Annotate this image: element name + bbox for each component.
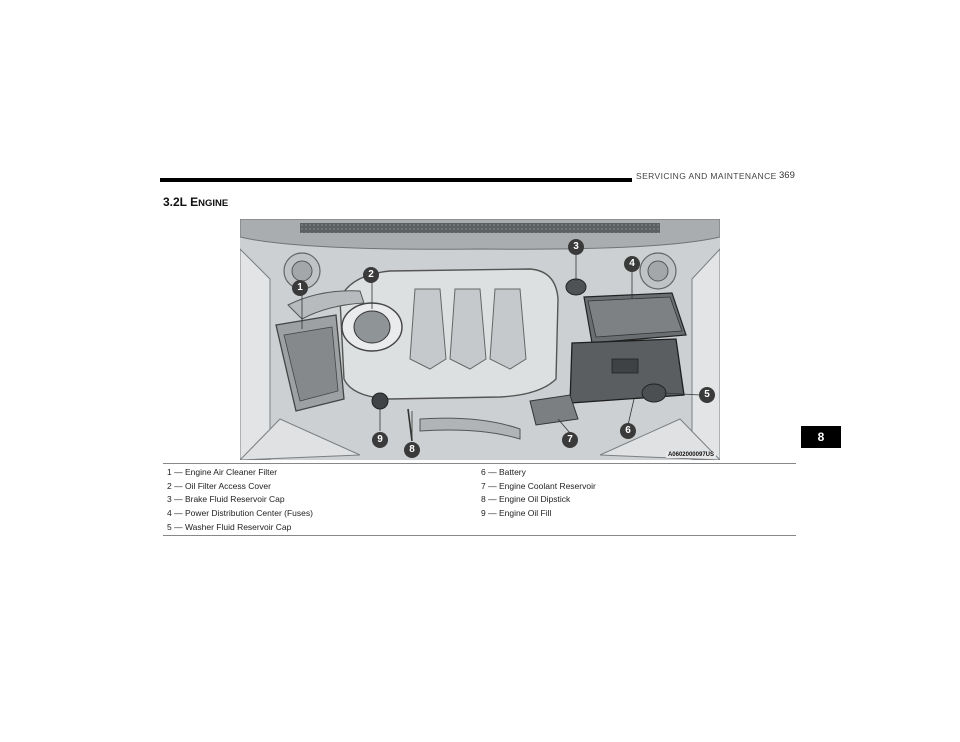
section-title: 3.2L ENGINE [163, 195, 228, 209]
callout-2: 2 [363, 267, 379, 283]
legend-item: 3 — Brake Fluid Reservoir Cap [167, 494, 285, 505]
callout-7: 7 [562, 432, 578, 448]
legend-item: 1 — Engine Air Cleaner Filter [167, 467, 278, 477]
section-title-main: 3.2L E [163, 195, 199, 209]
header-section-title: SERVICING AND MAINTENANCE [636, 171, 777, 181]
header-rule [160, 178, 632, 182]
legend-item: 8 — Engine Oil Dipstick [481, 494, 571, 505]
callout-9: 9 [372, 432, 388, 448]
callout-8: 8 [404, 442, 420, 458]
legend-item: 2 — Oil Filter Access Cover [167, 480, 271, 491]
section-title-small-caps: NGINE [198, 198, 229, 209]
engine-drawing [240, 219, 720, 460]
chapter-tab: 8 [801, 426, 841, 448]
engine-illustration: 1 2 3 4 5 6 7 8 9 A0602000097US [240, 219, 720, 460]
legend-item: 5 — Washer Fluid Reservoir Cap [167, 521, 292, 532]
legend-item: 7 — Engine Coolant Reservoir [481, 480, 596, 491]
page-number: 369 [779, 170, 795, 181]
callout-1: 1 [292, 280, 308, 296]
legend-left-column: 1 — Engine Air Cleaner Filter 2 — Oil Fi… [167, 466, 313, 535]
legend-item: 6 — Battery [481, 467, 526, 477]
legend-top-rule [163, 463, 796, 464]
callout-4: 4 [624, 256, 640, 272]
callout-3: 3 [568, 239, 584, 255]
callout-6: 6 [620, 423, 636, 439]
legend-item: 9 — Engine Oil Fill [481, 508, 552, 519]
legend-right-column: 6 — Battery 7 — Engine Coolant Reservoir… [481, 466, 596, 521]
callout-5: 5 [699, 387, 715, 403]
legend-item: 4 — Power Distribution Center (Fuses) [167, 508, 313, 519]
figure-code: A0602000097US [665, 452, 716, 458]
legend-bottom-rule [163, 535, 796, 536]
